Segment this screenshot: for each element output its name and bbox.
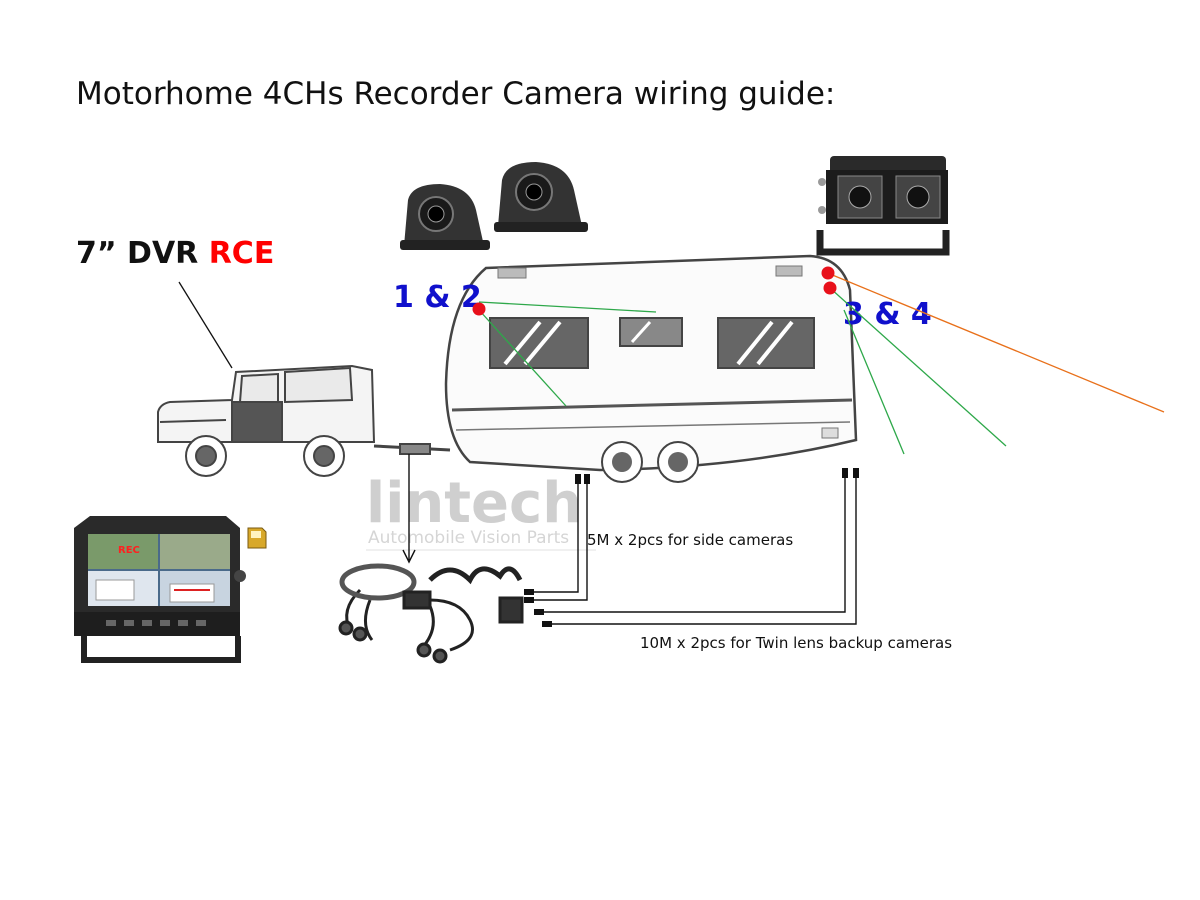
watermark-logo: lintech	[366, 471, 582, 536]
caravan-window	[619, 317, 683, 347]
dvr-label-prefix: 7” DVR	[76, 236, 209, 271]
backup-cable-2	[548, 472, 857, 625]
sd-card-icon	[247, 527, 267, 549]
camera-group-side-label: 1 & 2	[393, 280, 482, 315]
side-cable-2	[530, 480, 588, 601]
side-camera-icon	[494, 162, 588, 232]
cable-runs	[402, 454, 857, 625]
dvr-label: 7” DVR RCE	[76, 236, 274, 271]
page-title: Motorhome 4CHs Recorder Camera wiring gu…	[76, 76, 835, 112]
twin-lens-camera-icon	[816, 156, 950, 256]
dvr-pointer-line	[178, 281, 233, 369]
dvr-brand: RCE	[209, 236, 275, 271]
backup-cable-label: 10M x 2pcs for Twin lens backup cameras	[640, 634, 952, 652]
rec-indicator: REC	[118, 545, 140, 556]
watermark-tagline: Automobile Vision Parts	[368, 528, 569, 548]
side-camera-wire	[478, 309, 567, 407]
caravan-window	[717, 317, 815, 369]
side-cable-label: 5M x 2pcs for side cameras	[587, 531, 793, 549]
rear-camera-mount-point	[823, 281, 837, 295]
cable-harness-icon	[338, 563, 524, 664]
camera-group-rear-label: 3 & 4	[843, 297, 932, 332]
side-cable-1	[530, 480, 579, 593]
rear-camera-wire	[829, 287, 1007, 447]
backup-cable-1	[540, 472, 846, 613]
side-camera-mount-point	[472, 302, 486, 316]
side-camera-icon	[400, 184, 490, 250]
watermark: lintech Automobile Vision Parts	[366, 471, 596, 551]
caravan-icon	[444, 254, 858, 483]
side-camera-wire	[478, 301, 657, 313]
rear-camera-mount-point	[821, 266, 835, 280]
dvr-monitor-icon: REC	[74, 516, 246, 663]
tow-vehicle-icon	[157, 364, 451, 477]
rear-camera-wire	[843, 309, 905, 455]
rear-camera-long-wire	[829, 273, 1165, 413]
